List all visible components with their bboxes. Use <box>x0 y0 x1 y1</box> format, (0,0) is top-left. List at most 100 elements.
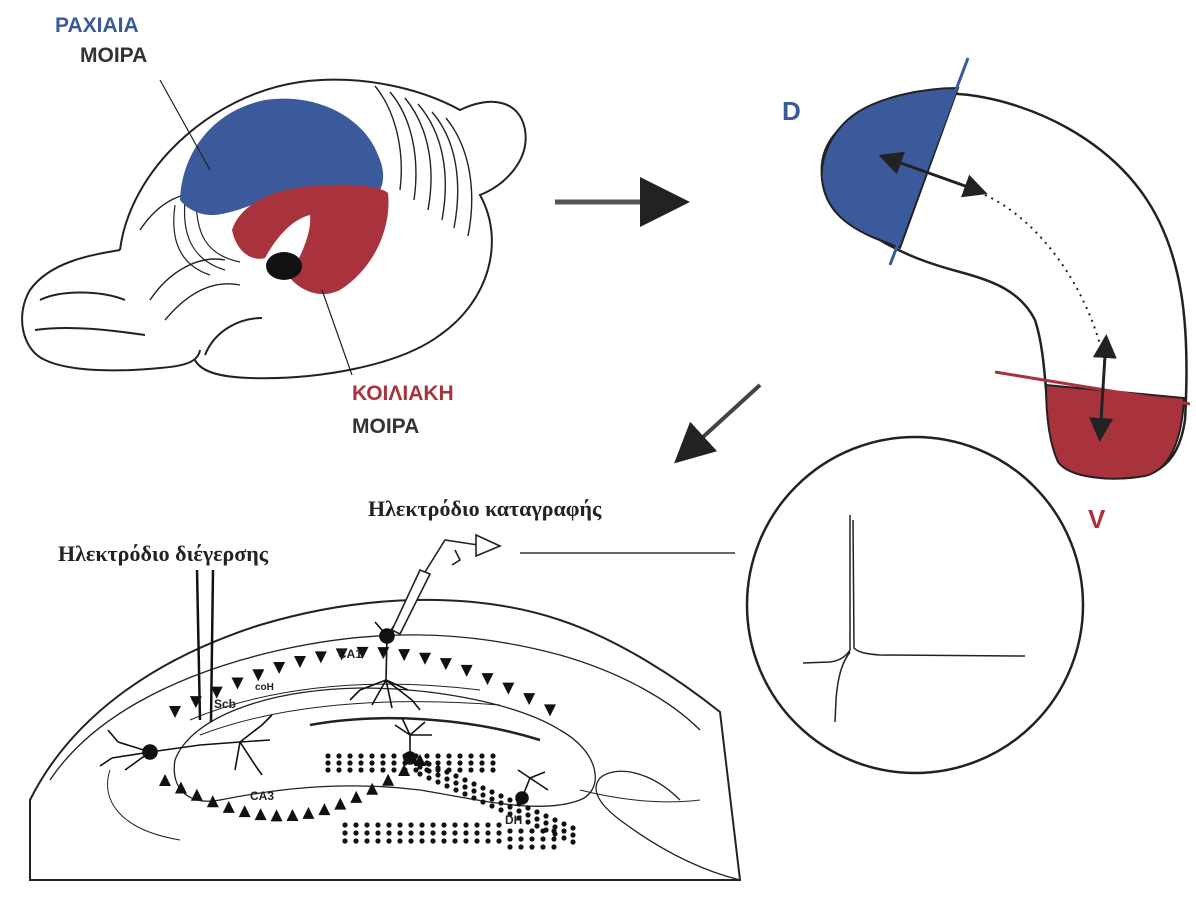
granule-cell-dot <box>397 830 402 835</box>
granule-cell-dot <box>489 803 494 808</box>
ventral-part-label-2: ΜΟΙΡΑ <box>352 415 419 438</box>
hippocampus-base-blob <box>266 252 302 280</box>
granule-cell-dot <box>529 844 534 849</box>
granule-cell-dot <box>426 761 431 766</box>
granule-cell-dot <box>342 838 347 843</box>
granule-cell-dot <box>408 830 413 835</box>
granule-cell-dot <box>358 760 363 765</box>
granule-cell-dot <box>336 767 341 772</box>
granule-cell-dot <box>386 822 391 827</box>
granule-cell-dot <box>498 800 503 805</box>
granule-cell-dot <box>525 812 530 817</box>
granule-cell-dot <box>380 767 385 772</box>
dorsal-letter: D <box>782 96 801 126</box>
granule-cell-dot <box>325 753 330 758</box>
granule-cell-dot <box>424 753 429 758</box>
granule-cell-dot <box>540 836 545 841</box>
granule-cell-dot <box>446 753 451 758</box>
granule-cell-dot <box>463 830 468 835</box>
granule-cell-dot <box>507 844 512 849</box>
granule-cell-dot <box>397 822 402 827</box>
granule-cell-dot <box>479 767 484 772</box>
granule-cell-dot <box>444 783 449 788</box>
granule-cell-dot <box>446 760 451 765</box>
granule-cell-dot <box>480 799 485 804</box>
granule-cell-dot <box>543 820 548 825</box>
granule-cell-dot <box>507 836 512 841</box>
granule-cell-dot <box>441 830 446 835</box>
ca1-label: CA1 <box>338 647 362 661</box>
granule-cell-dot <box>540 844 545 849</box>
granule-cell-dot <box>498 807 503 812</box>
granule-cell-dot <box>479 753 484 758</box>
dorsal-pointer-line <box>160 80 210 170</box>
dh-label: DH <box>505 813 522 827</box>
granule-cell-dot <box>561 821 566 826</box>
granule-cell-dot <box>408 838 413 843</box>
granule-cell-dot <box>534 809 539 814</box>
granule-cell-dot <box>444 769 449 774</box>
granule-cell-dot <box>570 839 575 844</box>
granule-cell-dot <box>534 816 539 821</box>
granule-cell-dot <box>551 828 556 833</box>
granule-cell-dot <box>325 760 330 765</box>
granule-cell-dot <box>426 775 431 780</box>
granule-cell-dot <box>444 776 449 781</box>
granule-cell-dot <box>462 777 467 782</box>
granule-cell-dot <box>419 830 424 835</box>
granule-cell-dot <box>474 838 479 843</box>
granule-cell-dot <box>518 828 523 833</box>
granule-cell-dot <box>474 822 479 827</box>
granule-cell-dot <box>435 753 440 758</box>
granule-cell-dot <box>489 796 494 801</box>
granule-cell-dot <box>347 767 352 772</box>
granule-cell-dot <box>430 822 435 827</box>
granule-cell-dot <box>534 823 539 828</box>
granule-cell-dot <box>380 760 385 765</box>
granule-cell-dot <box>457 753 462 758</box>
granule-cell-dot <box>408 822 413 827</box>
granule-cell-dot <box>529 836 534 841</box>
granule-cell-dot <box>496 830 501 835</box>
granule-cell-dot <box>480 792 485 797</box>
granule-cell-dot <box>468 760 473 765</box>
granule-cell-dot <box>325 767 330 772</box>
granule-cell-dot <box>496 822 501 827</box>
granule-cell-dot <box>391 753 396 758</box>
granule-cell-dot <box>489 789 494 794</box>
granule-cell-dot <box>570 825 575 830</box>
granule-cell-dot <box>479 760 484 765</box>
granule-cell-dot <box>485 830 490 835</box>
granule-cell-dot <box>441 822 446 827</box>
granule-cell-dot <box>375 838 380 843</box>
granule-cell-dot <box>570 832 575 837</box>
granule-cell-dot <box>462 784 467 789</box>
granule-cell-dot <box>518 836 523 841</box>
recording-electrode-label: Ηλεκτρόδιο καταγραφής <box>368 496 602 521</box>
granule-cell-dot <box>507 797 512 802</box>
granule-cell-dot <box>453 787 458 792</box>
granule-cell-dot <box>471 788 476 793</box>
granule-cell-dot <box>342 830 347 835</box>
granule-cell-dot <box>463 822 468 827</box>
granule-cell-dot <box>342 822 347 827</box>
granule-cell-dot <box>380 753 385 758</box>
com-label: coH <box>255 682 274 693</box>
granule-cell-dot <box>430 838 435 843</box>
granule-cell-dot <box>417 764 422 769</box>
granule-cell-dot <box>452 822 457 827</box>
granule-cell-dot <box>507 828 512 833</box>
granule-cell-dot <box>336 753 341 758</box>
granule-cell-dot <box>358 753 363 758</box>
granule-cell-dot <box>347 760 352 765</box>
granule-cell-dot <box>417 757 422 762</box>
granule-cell-dot <box>441 838 446 843</box>
granule-cell-dot <box>364 838 369 843</box>
granule-cell-dot <box>375 822 380 827</box>
granule-cell-dot <box>391 767 396 772</box>
granule-cell-dot <box>543 813 548 818</box>
granule-cell-dot <box>353 830 358 835</box>
granule-cell-dot <box>462 791 467 796</box>
granule-cell-dot <box>496 838 501 843</box>
granule-cell-dot <box>551 836 556 841</box>
